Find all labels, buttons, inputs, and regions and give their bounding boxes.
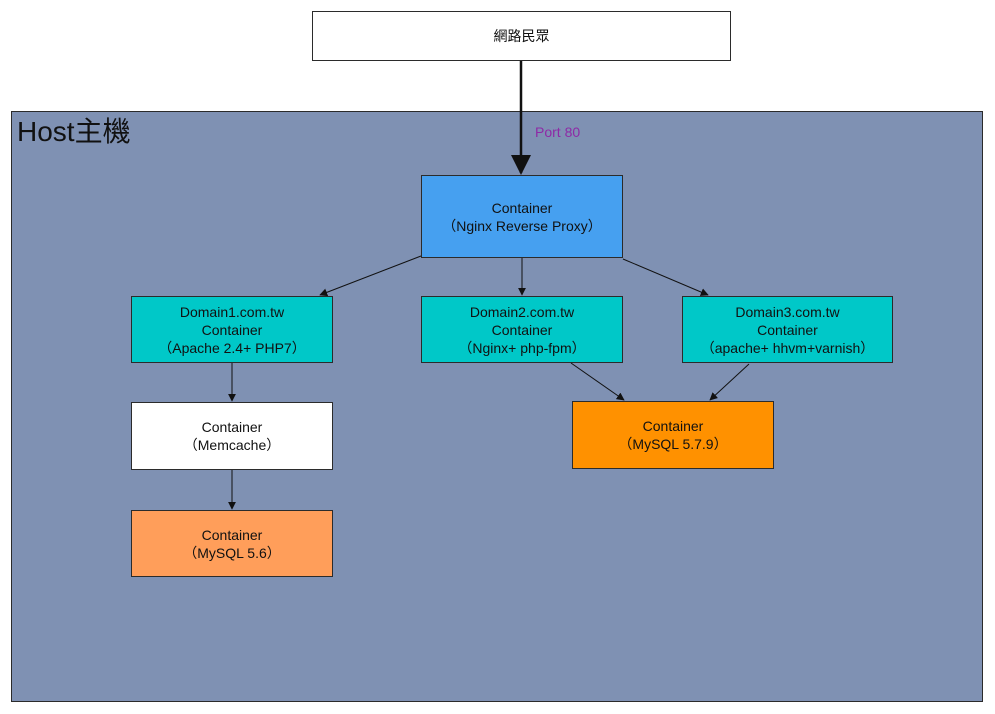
domain2-container-title: Container xyxy=(491,321,553,338)
mysql579-container-subtitle: （MySQL 5.7.9） xyxy=(618,436,728,452)
mysql56-container-title: Container xyxy=(201,526,263,543)
proxy-container-node: Container （Nginx Reverse Proxy） xyxy=(421,175,623,258)
memcache-container-node: Container （Memcache） xyxy=(131,402,333,470)
memcache-container-subtitle: （Memcache） xyxy=(183,437,281,453)
proxy-container-title: Container xyxy=(491,199,553,216)
domain1-name: Domain1.com.tw xyxy=(179,303,285,320)
domain2-name: Domain2.com.tw xyxy=(469,303,575,320)
domain1-container-title: Container xyxy=(201,321,263,338)
domain2-container-subtitle: （Nginx+ php-fpm） xyxy=(458,339,586,356)
mysql56-container-node: Container （MySQL 5.6） xyxy=(131,510,333,577)
host-machine-label: Host主機 xyxy=(17,116,131,147)
port-label: Port 80 xyxy=(535,124,581,140)
domain2-container-node: Domain2.com.tw Container （Nginx+ php-fpm… xyxy=(421,296,623,363)
domain3-name: Domain3.com.tw xyxy=(735,303,840,320)
internet-users-label: 網路民眾 xyxy=(493,28,550,44)
memcache-container-title: Container xyxy=(201,419,263,435)
domain3-container-title: Container xyxy=(757,321,818,338)
domain1-container-node: Domain1.com.tw Container （Apache 2.4+ PH… xyxy=(131,296,333,363)
domain3-container-subtitle: （apache+ hhvm+varnish） xyxy=(700,339,875,356)
mysql579-container-title: Container xyxy=(642,418,704,434)
domain3-container-node: Domain3.com.tw Container （apache+ hhvm+v… xyxy=(682,296,893,363)
mysql579-container-node: Container （MySQL 5.7.9） xyxy=(572,401,774,469)
domain1-container-subtitle: （Apache 2.4+ PHP7） xyxy=(158,339,306,356)
internet-users-node: 網路民眾 xyxy=(312,11,731,61)
mysql56-container-subtitle: （MySQL 5.6） xyxy=(183,544,281,561)
proxy-container-subtitle: （Nginx Reverse Proxy） xyxy=(442,217,602,234)
